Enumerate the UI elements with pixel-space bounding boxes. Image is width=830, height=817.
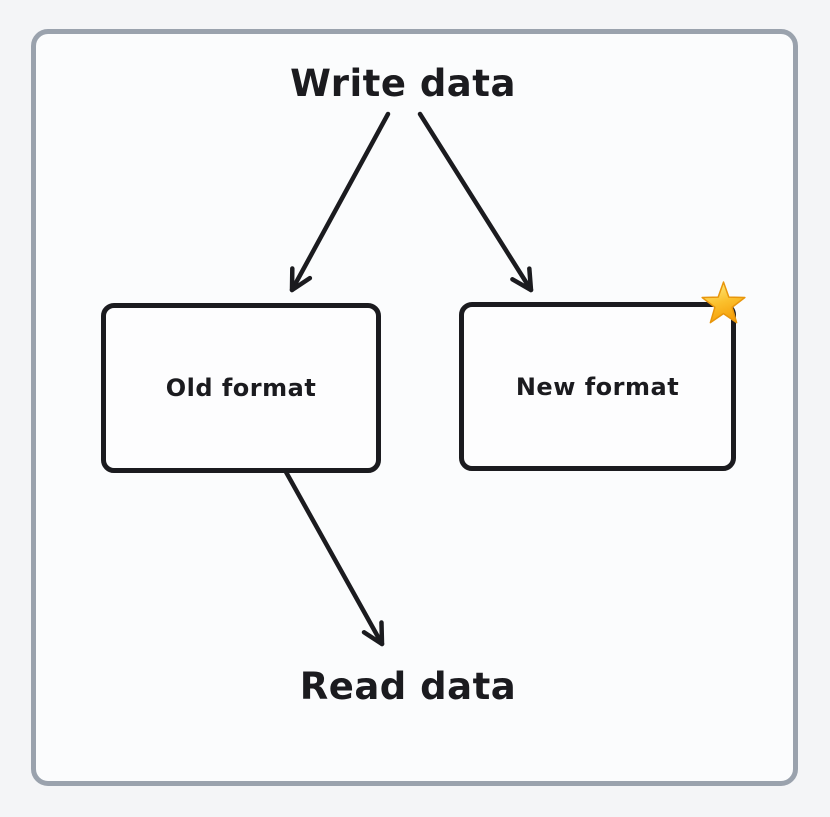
star-icon <box>701 281 746 324</box>
read-data-label: Read data <box>299 665 517 708</box>
node-new-format-label: New format <box>515 372 680 401</box>
write-data-label: Write data <box>290 62 516 105</box>
node-old-format: Old format <box>101 303 381 473</box>
node-old-format-label: Old format <box>165 374 317 402</box>
node-new-format: New format <box>459 302 736 471</box>
